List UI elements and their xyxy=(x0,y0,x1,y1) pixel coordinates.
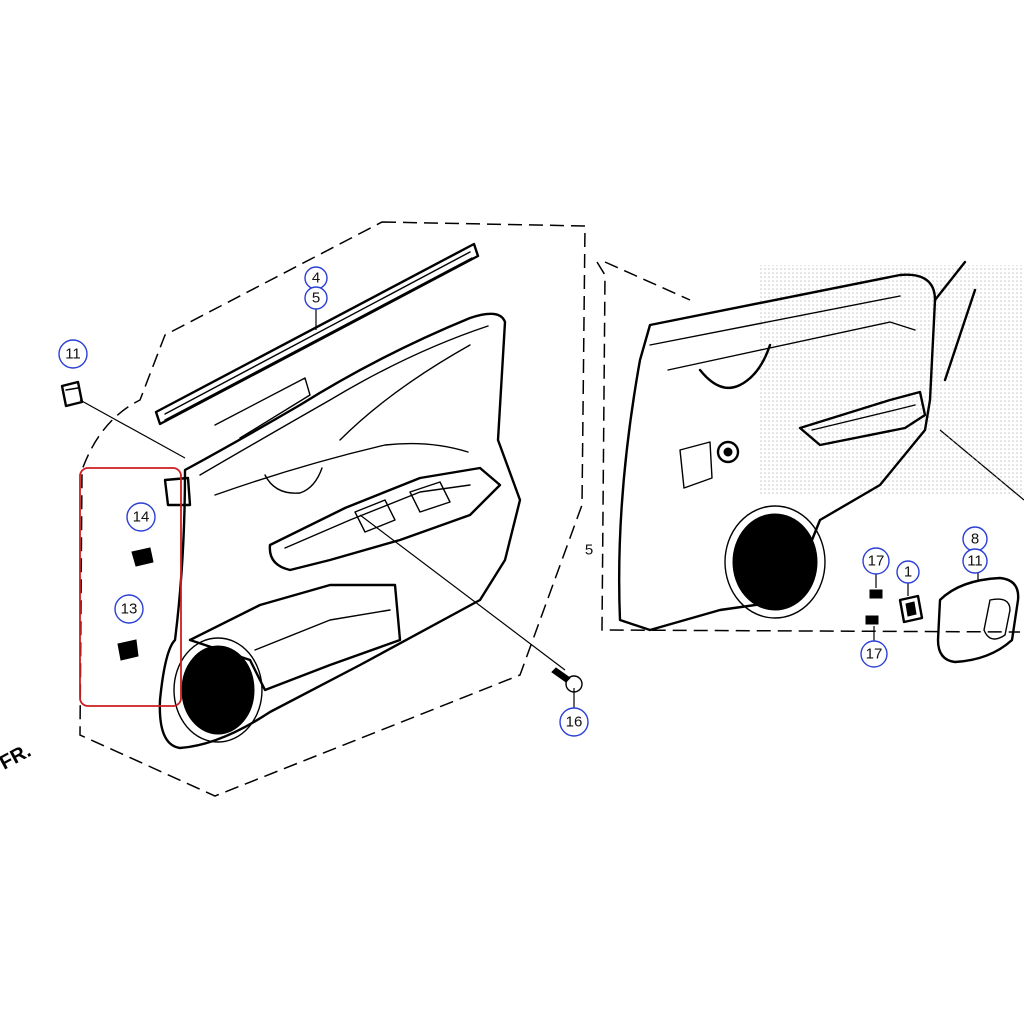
door-panel-upper-curve xyxy=(339,344,471,441)
callout-13: 13 xyxy=(114,594,144,624)
svg-text:17: 17 xyxy=(868,553,885,570)
inner-handle-part-11-right xyxy=(936,572,1020,664)
rear-mount-hole xyxy=(716,440,740,464)
armrest-switch-panel xyxy=(268,466,502,572)
svg-text:14: 14 xyxy=(133,509,150,526)
svg-text:5: 5 xyxy=(585,542,593,559)
svg-text:8: 8 xyxy=(971,531,979,548)
door-frame-right-2 xyxy=(943,288,977,382)
rear-panel-top-rib xyxy=(649,295,901,346)
rear-panel-inner-edge xyxy=(667,321,916,371)
callout-17-bottom: 17 xyxy=(860,640,888,668)
rear-grip-pocket xyxy=(698,343,772,390)
svg-text:4: 4 xyxy=(312,270,320,287)
right-assembly-dashed-frame-top xyxy=(604,261,691,301)
callout-8: 8 xyxy=(962,526,988,552)
leader-16 xyxy=(359,514,566,671)
svg-text:5: 5 xyxy=(312,290,320,307)
callout-14: 14 xyxy=(126,502,156,532)
callout-5-partial: 5 xyxy=(585,542,593,559)
strip-shadow xyxy=(214,377,311,439)
left-assembly xyxy=(60,221,586,797)
door-panel-upper-bead xyxy=(214,442,469,496)
callout-11-right: 11 xyxy=(962,548,988,574)
clip-part-14 xyxy=(131,547,154,567)
armrest-switch-block-1 xyxy=(354,499,396,533)
clip-part-11-left xyxy=(60,380,84,408)
bracket-part-1 xyxy=(898,582,924,624)
armrest-inner-detail xyxy=(284,484,471,549)
door-trim-panel xyxy=(158,312,522,750)
rear-mount-bracket xyxy=(679,441,713,489)
callout-16: 16 xyxy=(559,707,589,737)
leader-11-left xyxy=(79,399,186,459)
left-speaker-rim xyxy=(173,637,263,743)
rear-view-door-panel xyxy=(617,273,937,632)
front-direction-label: FR. xyxy=(0,740,35,775)
door-panel-front-tab xyxy=(163,476,192,507)
dotted-watermark-area xyxy=(760,265,1024,495)
svg-text:11: 11 xyxy=(65,346,81,363)
callout-1: 1 xyxy=(896,560,920,584)
svg-text:13: 13 xyxy=(121,601,138,618)
rear-switch-housing-inner xyxy=(811,404,916,431)
armrest-switch-block-2 xyxy=(409,481,451,513)
svg-text:11: 11 xyxy=(967,553,983,570)
screw-part-16 xyxy=(551,667,583,693)
callout-11-left: 11 xyxy=(58,339,88,369)
rear-speaker-rim xyxy=(724,505,826,619)
lower-door-pocket xyxy=(188,583,402,692)
callout-17-top: 17 xyxy=(862,547,890,575)
screw-part-17-top xyxy=(869,572,883,599)
rear-switch-housing xyxy=(798,390,927,447)
left-speaker-grille xyxy=(181,645,255,735)
right-assembly-dashed-frame xyxy=(596,261,1021,633)
screw-part-17-bottom xyxy=(865,615,879,642)
svg-text:16: 16 xyxy=(566,714,583,731)
clip-part-13 xyxy=(117,639,139,661)
callout-4: 4 xyxy=(304,266,328,290)
rear-mount-hole-inner xyxy=(723,447,733,457)
svg-text:1: 1 xyxy=(904,564,912,581)
clip-highlight-box xyxy=(79,467,182,707)
lower-pocket-inner xyxy=(254,609,391,651)
door-frame-right xyxy=(933,260,967,302)
upper-grip-pocket xyxy=(264,467,323,494)
right-assembly xyxy=(596,260,1024,633)
window-sill-weatherstrip xyxy=(154,242,480,426)
door-panel-inner-edge xyxy=(199,325,489,476)
rear-speaker xyxy=(732,513,818,611)
svg-text:17: 17 xyxy=(866,646,883,663)
callout-5: 5 xyxy=(304,286,328,310)
left-assembly-dashed-frame xyxy=(79,221,586,797)
